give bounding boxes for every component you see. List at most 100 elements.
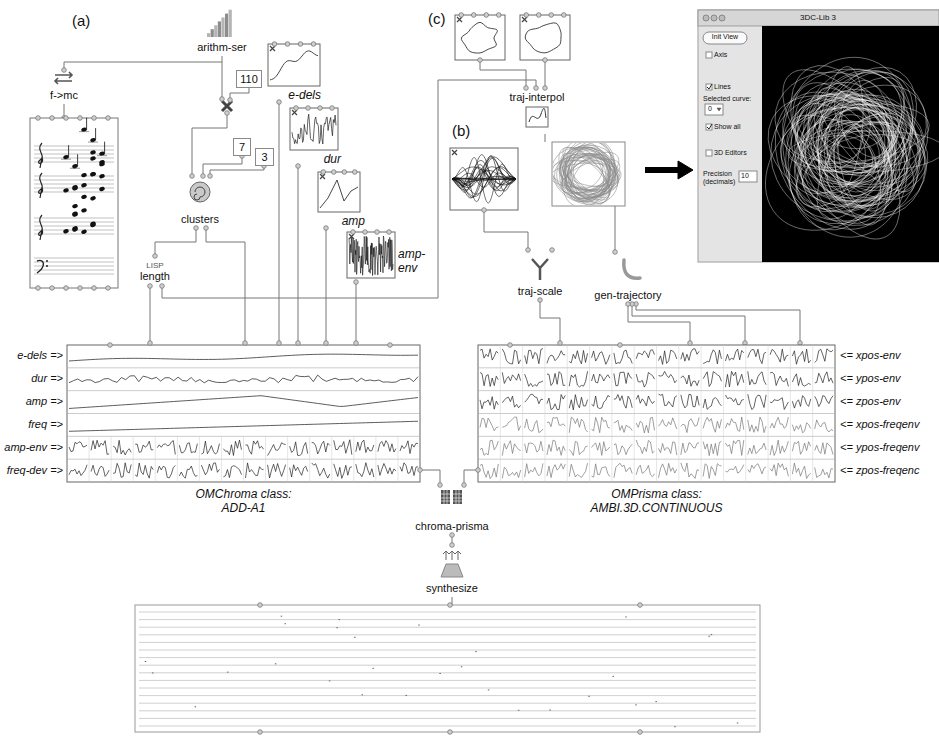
- number-box: 110: [236, 70, 262, 88]
- node-label: 7: [237, 139, 247, 155]
- cell-curve: [525, 394, 543, 403]
- trajectory-3d-loop: [776, 61, 939, 229]
- trajectory-3d-loop: [816, 103, 886, 153]
- staff-line: [34, 258, 114, 259]
- cell-curve: [502, 467, 520, 478]
- cell-curve: [525, 419, 543, 433]
- bpf-curve: [292, 114, 336, 144]
- cell-curve: [703, 350, 721, 364]
- cell-separator: [522, 436, 523, 459]
- inlet-dot: [106, 286, 111, 291]
- cell-curve: [659, 350, 677, 364]
- view-3d: [762, 26, 939, 262]
- window-button: [719, 15, 725, 21]
- lisp-box: LISPlength: [137, 256, 173, 286]
- number-field: [739, 171, 757, 182]
- function-box: gen-trajectory: [591, 252, 664, 304]
- bpc-curve: [525, 23, 561, 53]
- cell-curve: [681, 375, 699, 386]
- cell-curve: [113, 440, 131, 455]
- inlet-dot: [471, 13, 476, 18]
- window-frame: [698, 10, 939, 262]
- note-head: [72, 186, 79, 192]
- cell-separator: [500, 391, 501, 414]
- cell-curve: [748, 417, 766, 433]
- bpc-library-curve: [452, 156, 516, 202]
- cell-curve: [569, 371, 587, 387]
- note-head: [90, 150, 97, 156]
- cell-separator: [634, 414, 635, 437]
- button: [703, 32, 747, 44]
- lock-mark: [452, 150, 457, 155]
- inlet-dot: [62, 68, 67, 73]
- cell-curve: [770, 463, 788, 476]
- cell-separator: [611, 436, 612, 459]
- cell-separator: [745, 414, 746, 437]
- cell-separator: [199, 436, 200, 459]
- sound-speck: [275, 663, 277, 664]
- sound-speck: [461, 666, 463, 667]
- cell-curve: [770, 440, 788, 455]
- cell-separator: [287, 436, 288, 459]
- cell-curve: [246, 441, 264, 454]
- inlet-dot: [108, 343, 113, 348]
- sound-speck: [439, 673, 441, 674]
- node-label: Show all: [714, 123, 740, 131]
- patch-connection: [162, 80, 536, 298]
- staff-line: [34, 226, 114, 227]
- cell-curve: [614, 395, 632, 409]
- cell-separator: [567, 391, 568, 414]
- sound-track: [139, 665, 756, 666]
- trajectory-3d-loop: [794, 114, 902, 176]
- node-label: dur: [324, 152, 341, 166]
- node-label: e-dels: [288, 88, 321, 102]
- inlet-dot: [638, 730, 643, 735]
- bpf-curve: [270, 51, 318, 80]
- bpc-library-curve: [452, 178, 516, 181]
- cell-separator: [265, 459, 266, 482]
- cell-curve: [681, 394, 699, 408]
- bpc-frame: [455, 15, 505, 60]
- cell-separator: [243, 436, 244, 459]
- inlet-dot: [36, 286, 41, 291]
- cell-curve: [480, 464, 498, 479]
- inlet-dot: [311, 42, 316, 47]
- node-label: OMChroma class: ADD-A1: [194, 488, 294, 516]
- patch-connection: [540, 300, 560, 343]
- cell-separator: [701, 459, 702, 482]
- bpf-editor: amp: [318, 168, 366, 228]
- cell-separator: [812, 391, 813, 414]
- cell-curve: [815, 420, 833, 432]
- cell-separator: [634, 459, 635, 482]
- cell-curve: [525, 349, 543, 364]
- sound-speck: [625, 616, 627, 617]
- inlet-dot: [298, 42, 303, 47]
- bpc-library-curve: [452, 178, 516, 180]
- cell-separator: [611, 345, 612, 368]
- cell-separator: [265, 436, 266, 459]
- cell-curve: [480, 418, 498, 431]
- trajectory-3d: [762, 43, 939, 257]
- cell-curve: [569, 441, 587, 455]
- clusters-swirl: [194, 187, 205, 200]
- cell-separator: [155, 436, 156, 459]
- bpf-curve: [349, 236, 393, 276]
- cell-separator: [287, 459, 288, 482]
- score-frame: [30, 118, 118, 288]
- cell-separator: [634, 345, 635, 368]
- ledger-line: [70, 168, 80, 169]
- slot-label: dur =>: [31, 372, 63, 385]
- bpf-frame: [318, 172, 360, 212]
- cell-separator: [812, 436, 813, 459]
- staff-line: [34, 222, 114, 223]
- wire: [480, 60, 526, 88]
- sound-track: [139, 650, 756, 651]
- note-stem: [77, 154, 78, 166]
- cell-separator: [353, 436, 354, 459]
- cell-separator: [790, 459, 791, 482]
- inlet-dot: [549, 13, 554, 18]
- inlet-dot: [318, 106, 323, 111]
- cell-curve: [547, 395, 565, 410]
- trajectory-3d-loop: [796, 49, 938, 204]
